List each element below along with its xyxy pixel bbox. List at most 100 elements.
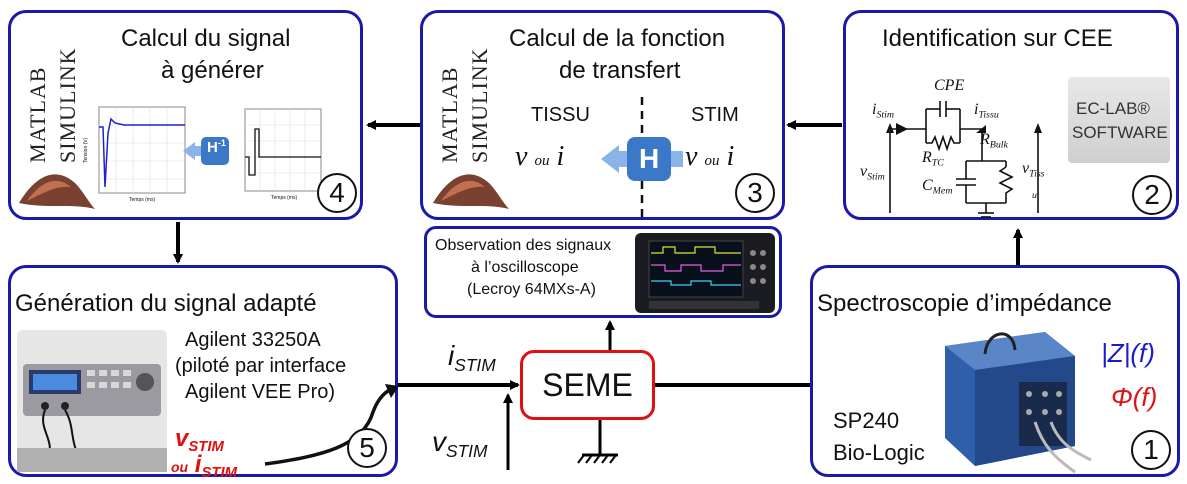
generator-line3: Agilent VEE Pro) [185, 381, 336, 403]
r-bulk-sub: Bulk [989, 139, 1008, 151]
v-stim-symbol: v [432, 426, 446, 457]
r-bulk-symbol: R [980, 131, 990, 148]
badge-5: 5 [347, 428, 387, 468]
i-stim-symbol: i [448, 340, 455, 371]
box5-title: Génération du signal adapté [15, 290, 317, 317]
tissu-signal-label: v ou i [515, 141, 564, 173]
stim-curve [245, 128, 321, 176]
box-signal-generation: Génération du signal adapté Agilent 3325… [8, 265, 399, 481]
box3-title-line2: de transfert [559, 57, 681, 84]
signal-v-stim: vSTIM [432, 426, 487, 462]
v-tiss-sub2: u [1032, 189, 1037, 201]
plot2-xlabel: Temps (ms) [271, 195, 298, 201]
software-text: SOFTWARE [1072, 123, 1168, 142]
i-stim-sub: Stim [876, 109, 895, 121]
v-tiss-symbol: v [1022, 160, 1030, 177]
plot1-ylabel: Tension (V) [83, 137, 89, 163]
signal-plot-right [244, 108, 322, 192]
v-symbol: v [685, 141, 698, 172]
v-symbol: v [515, 141, 528, 172]
function-generator-photo [17, 330, 167, 472]
h-inverse-sup: -1 [217, 138, 226, 148]
generator-line1: Agilent 33250A [185, 329, 321, 351]
label-i-stim: iStim [872, 99, 894, 125]
device-line2: Bio-Logic [833, 440, 925, 465]
r-tc-sub: TC [931, 157, 944, 169]
simulink-logo-text: SIMULINK [467, 47, 492, 163]
c-mem-sub: Mem [932, 185, 953, 197]
box4-title-line2: à générer [161, 57, 264, 84]
output-v-stim: vSTIM [175, 425, 224, 458]
oscilloscope-photo [635, 233, 775, 313]
v-stim-sub: STIM [446, 441, 488, 462]
box2-title: Identification sur CEE [882, 25, 1113, 52]
box-impedance-spectroscopy: Spectroscopie d’impédance |Z|(f) Φ(f) SP… [810, 265, 1180, 477]
osc-line2: à l’oscilloscope [471, 259, 579, 276]
label-c-mem: CMem [922, 175, 952, 201]
label-i-tissu: iTissu [974, 99, 999, 125]
matlab-logo: MATLAB [437, 67, 463, 163]
box-signal-calculation: MATLAB SIMULINK Calcul du signal à génér… [8, 10, 363, 220]
simulink-logo: SIMULINK [467, 47, 493, 163]
h-inverse-label: H [207, 139, 218, 156]
h-inverse-block: H-1 [183, 137, 239, 165]
box-transfer-function: MATLAB SIMULINK Calcul de la fonction de… [420, 10, 785, 220]
seme-label: SEME [542, 367, 633, 403]
box4-title-line1: Calcul du signal [121, 25, 291, 52]
matlab-logo-text: MATLAB [25, 66, 50, 163]
device-line1: SP240 [833, 408, 900, 433]
v-stim-sub: Stim [867, 171, 885, 183]
output-curve-arrow [264, 384, 399, 466]
impedance-magnitude: |Z|(f) [1101, 338, 1155, 368]
ou-text: ou [704, 153, 720, 169]
osc-line1: Observation des signaux [435, 237, 612, 254]
impedance-phase: Φ(f) [1111, 382, 1158, 412]
ec-lab-text: EC-LAB® [1076, 99, 1150, 118]
matlab-membrane-icon [433, 174, 509, 209]
matlab-logo: MATLAB [25, 67, 51, 163]
r-tc-symbol: R [922, 149, 932, 166]
equivalent-circuit [886, 101, 1042, 218]
i-stim-sub: STIM [454, 355, 496, 376]
i-stim-sub: STIM [201, 465, 237, 482]
matlab-logo-text: MATLAB [437, 66, 462, 163]
badge-4: 4 [317, 173, 357, 213]
box1-title: Spectroscopie d’impédance [817, 290, 1112, 317]
box3-title-line1: Calcul de la fonction [509, 25, 726, 52]
v-tiss-sub1: Tiss [1029, 168, 1045, 180]
h-transfer-block: H [601, 137, 691, 181]
i-symbol: i [726, 141, 735, 172]
label-v-stim: vStim [860, 161, 885, 187]
plot1-xlabel: Temps (ms) [129, 197, 156, 203]
i-tissu-symbol: i [974, 101, 979, 118]
i-stim-symbol: i [872, 101, 877, 118]
v-stim-symbol: v [175, 425, 189, 452]
c-mem-symbol: C [922, 177, 933, 194]
i-tissu-sub: Tissu [978, 109, 999, 121]
ou-text: ou [171, 459, 189, 475]
ground-symbol [577, 420, 618, 464]
badge-2: 2 [1132, 175, 1172, 215]
box-identification: Identification sur CEE [843, 10, 1179, 220]
cpe-text: CPE [934, 77, 965, 94]
label-r-bulk: RBulk [980, 129, 1008, 155]
v-stim-symbol: v [860, 163, 868, 180]
simulink-logo-text: SIMULINK [55, 47, 80, 163]
osc-line3: (Lecroy 64MXs-A) [467, 281, 596, 298]
label-cpe: CPE [934, 75, 964, 96]
ou-text: ou [534, 153, 550, 169]
simulink-logo: SIMULINK [55, 47, 81, 163]
label-tissu: TISSU [531, 104, 590, 126]
matlab-membrane-icon [19, 174, 95, 209]
output-i-stim: ou iSTIM [171, 451, 237, 484]
ec-lab-logo: EC-LAB® SOFTWARE [1068, 77, 1170, 163]
signal-i-stim: iSTIM [448, 340, 496, 376]
sp240-photo [925, 326, 1095, 476]
label-v-tissu: vTiss u [1022, 161, 1045, 204]
i-stim-symbol: i [194, 451, 202, 478]
label-r-tc: RTC [922, 147, 944, 173]
stim-signal-label: v ou i [685, 141, 734, 173]
label-stim: STIM [691, 104, 739, 126]
badge-3: 3 [735, 173, 775, 213]
